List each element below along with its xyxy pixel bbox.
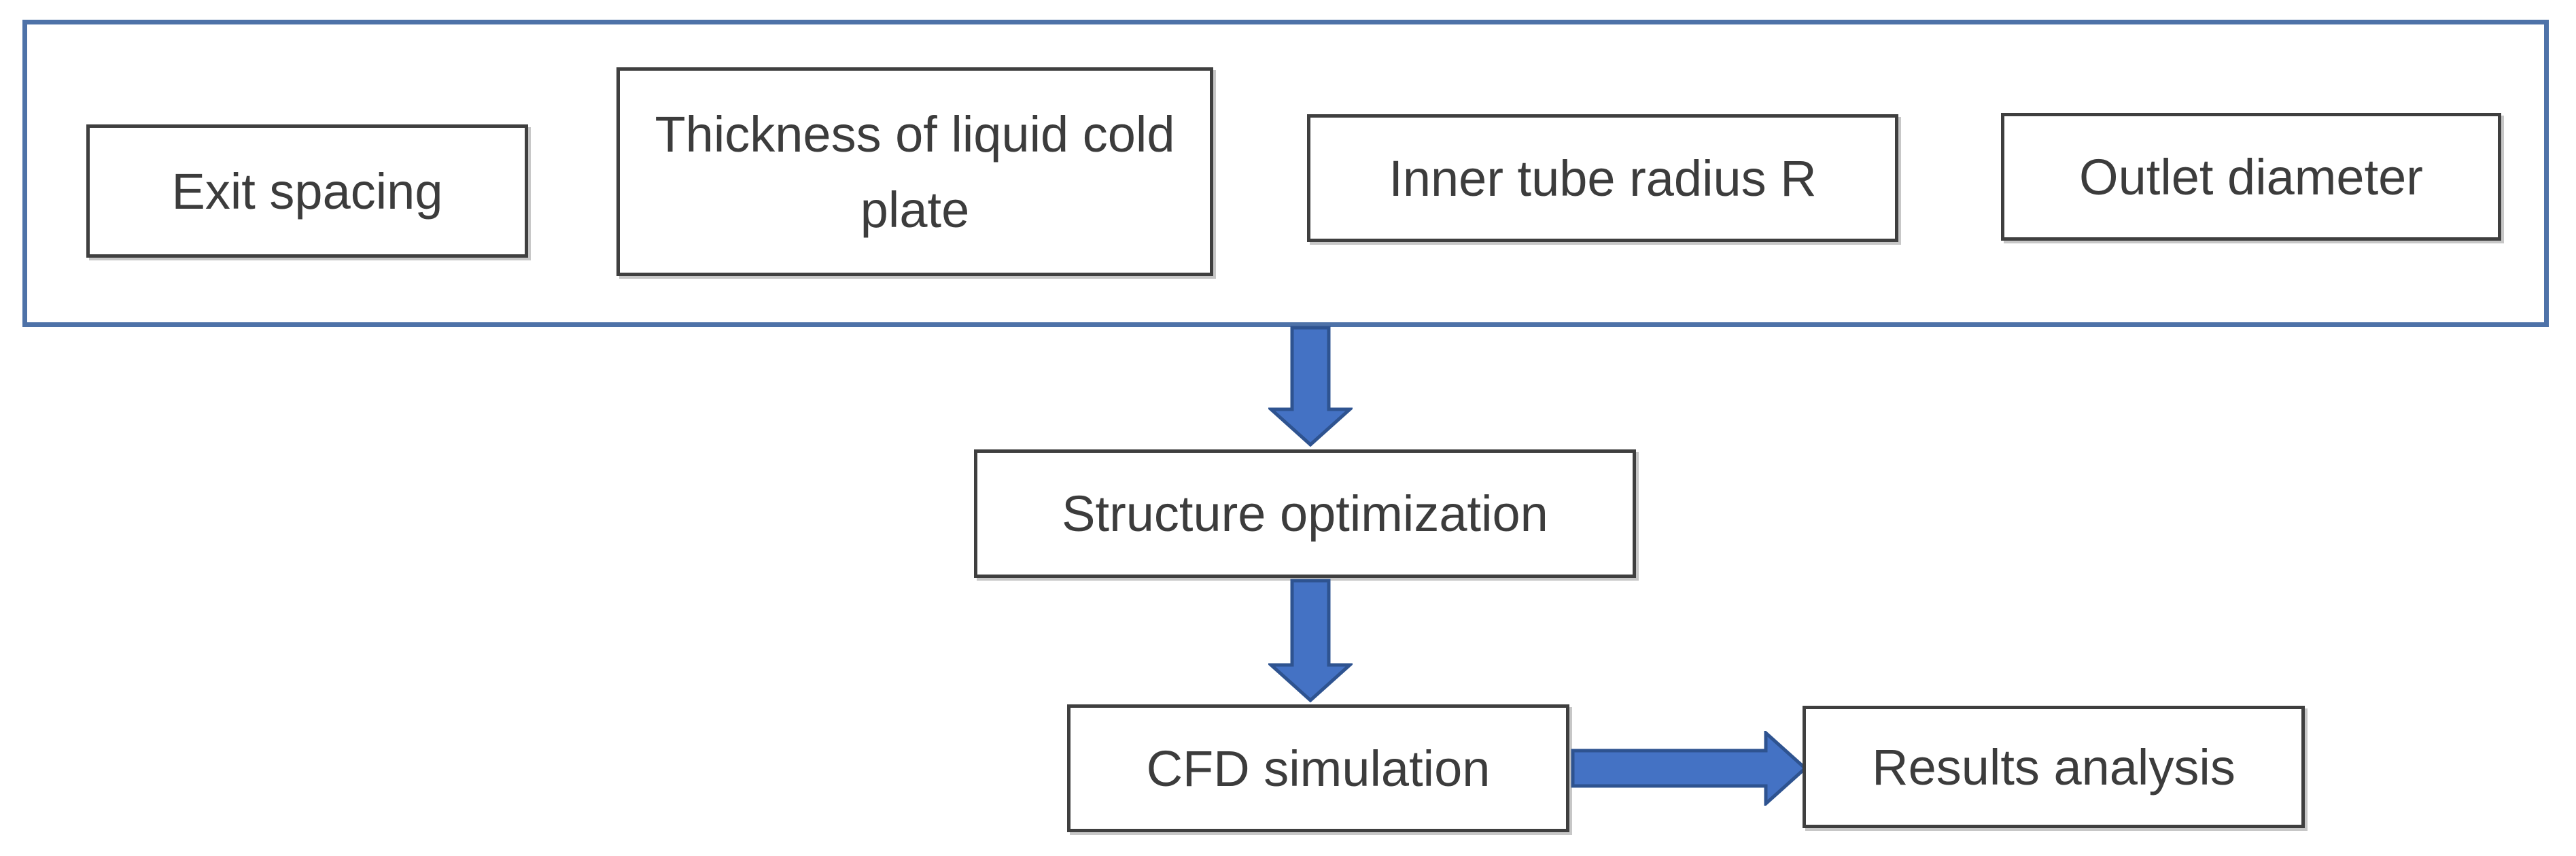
param-label-exit-spacing: Exit spacing: [171, 162, 443, 220]
param-box-exit-spacing: Exit spacing: [86, 124, 528, 258]
step-label-cfd-simulation: CFD simulation: [1146, 740, 1491, 797]
param-label-outlet-diameter: Outlet diameter: [2079, 148, 2423, 205]
right-arrow-shape: [1571, 731, 1808, 806]
step-box-results-analysis: Results analysis: [1803, 706, 2305, 828]
param-box-inner-tube-radius: Inner tube radius R: [1307, 114, 1898, 242]
step-label-structure-optimization: Structure optimization: [1062, 485, 1548, 542]
param-label-thickness-liquid-cold-plate: Thickness of liquid cold plate: [655, 105, 1175, 238]
down-arrow-shape: [1268, 326, 1353, 447]
param-label-inner-tube-radius: Inner tube radius R: [1389, 150, 1817, 207]
param-box-outlet-diameter: Outlet diameter: [2001, 113, 2501, 241]
down-arrow-shape: [1268, 579, 1353, 702]
right-arrow-icon: [1571, 731, 1808, 806]
step-label-results-analysis: Results analysis: [1872, 738, 2235, 795]
parameters-frame: Exit spacing Thickness of liquid cold pl…: [22, 20, 2549, 327]
down-arrow-icon: [1268, 326, 1353, 447]
step-box-cfd-simulation: CFD simulation: [1067, 704, 1569, 832]
param-box-thickness-liquid-cold-plate: Thickness of liquid cold plate: [616, 67, 1213, 276]
step-box-structure-optimization: Structure optimization: [974, 449, 1636, 578]
down-arrow-icon: [1268, 579, 1353, 702]
